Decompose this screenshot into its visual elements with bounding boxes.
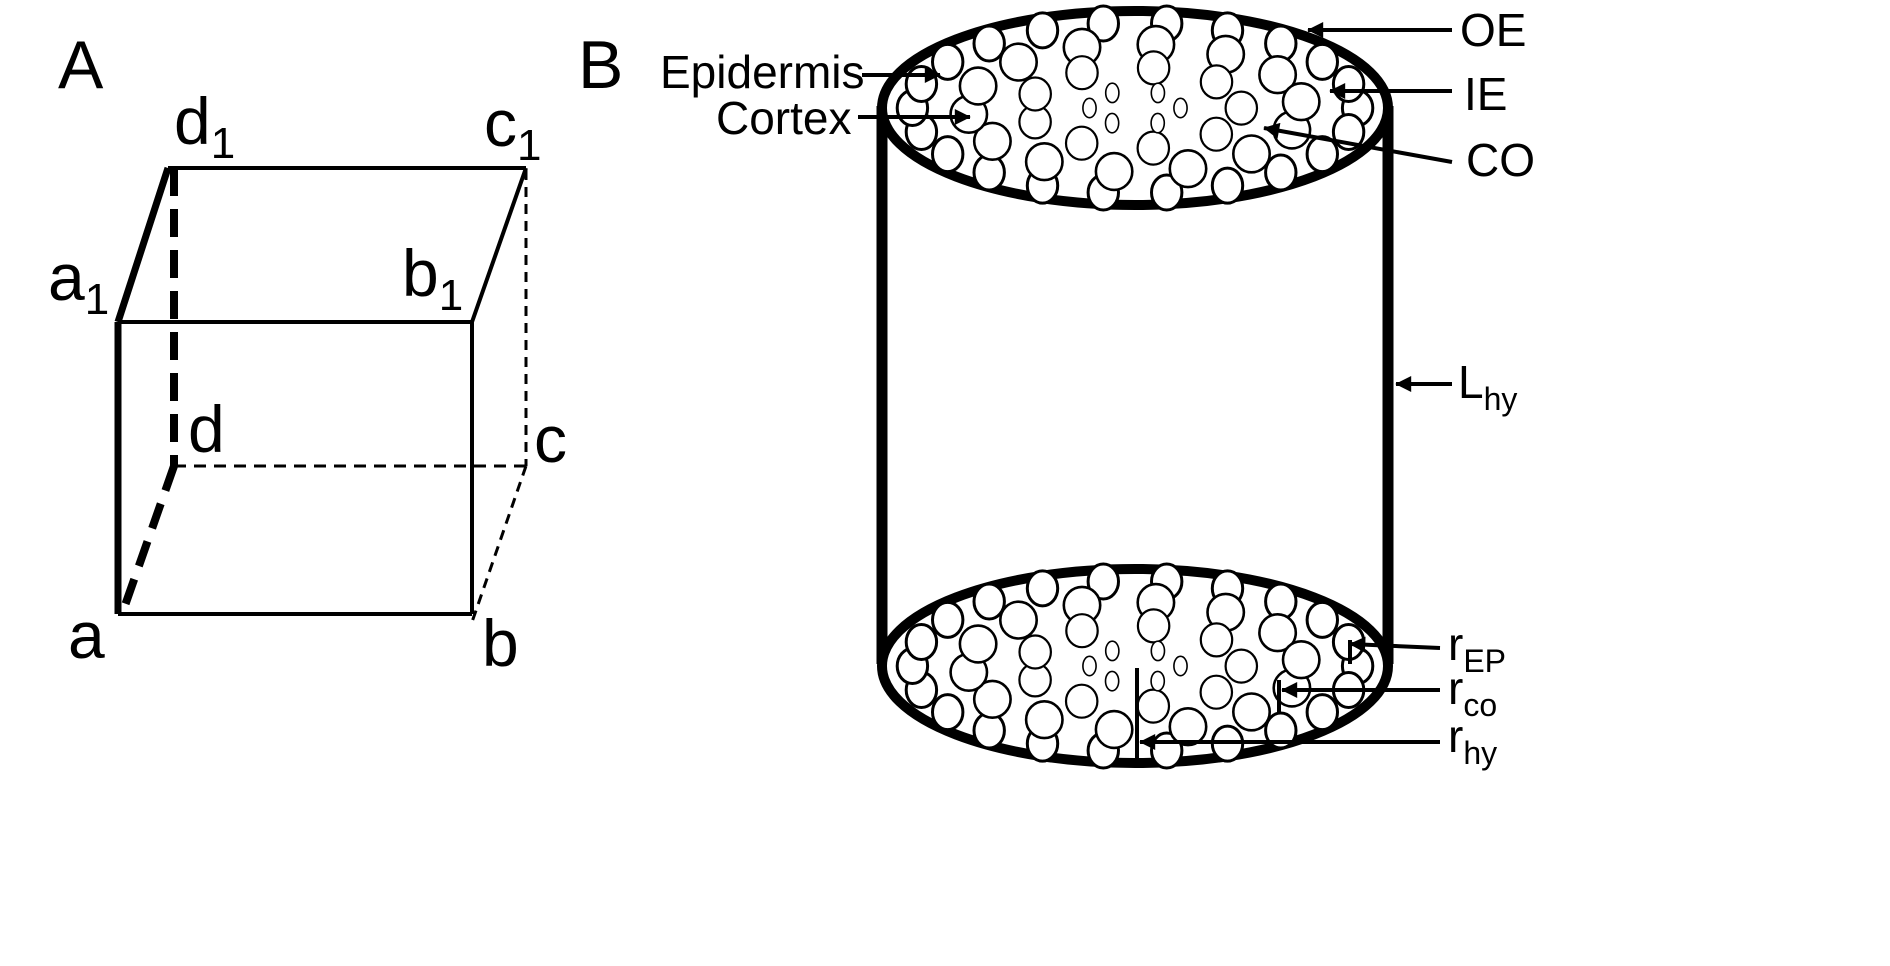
- tissue-cell: [998, 42, 1038, 82]
- tissue-cell: [1136, 608, 1171, 644]
- tissue-cell: [1224, 648, 1259, 684]
- tissue-cell: [1065, 55, 1099, 91]
- vertex-label-a: a: [68, 598, 105, 672]
- tissue-cell: [1018, 634, 1052, 670]
- tissue-cell: [1168, 706, 1208, 747]
- r-co-label: rco: [1448, 662, 1497, 723]
- tissue-cell: [972, 24, 1006, 63]
- tissue-cell: [1150, 173, 1184, 212]
- tissue-cell: [1224, 90, 1259, 126]
- ie-label: IE: [1464, 68, 1507, 120]
- r-ep-label: rEP: [1448, 618, 1506, 679]
- tissue-cell: [972, 679, 1012, 719]
- tissue-cell: [1173, 97, 1188, 119]
- tissue-cell: [1064, 683, 1099, 719]
- edge-d-a: [118, 464, 178, 616]
- tissue-cell: [1168, 149, 1208, 189]
- vertex-label-a1: a1: [48, 240, 109, 324]
- tissue-cell: [1210, 166, 1245, 205]
- tissue-cell: [1086, 562, 1121, 601]
- co-label: CO: [1466, 134, 1535, 186]
- tissue-cell: [972, 121, 1012, 162]
- vertex-label-d1: d1: [174, 84, 235, 168]
- tissue-cell: [1086, 4, 1121, 43]
- vertex-label-c1: c1: [484, 86, 541, 170]
- tissue-cell: [1305, 600, 1340, 639]
- tissue-cell: [1136, 130, 1171, 166]
- tissue-cell: [904, 65, 939, 103]
- panel-b: B Epidermis: [578, 4, 1535, 771]
- tissue-cell: [1199, 64, 1234, 100]
- cortex-label: Cortex: [716, 92, 851, 144]
- tissue-cell: [1136, 688, 1171, 724]
- vertex-label-c: c: [534, 402, 567, 476]
- vertex-label-b1: b1: [402, 236, 463, 320]
- top-cross-section: [877, 4, 1393, 212]
- tissue-cell: [998, 600, 1038, 640]
- tissue-cell: [1104, 670, 1120, 692]
- tissue-cell: [1094, 709, 1134, 750]
- oe-label: OE: [1460, 4, 1526, 56]
- panel-a: A d1 c1 a1 b1 d c a b: [48, 27, 567, 680]
- tissue-cell: [1150, 82, 1166, 104]
- vertex-label-d: d: [188, 392, 225, 466]
- tissue-cell: [1281, 81, 1321, 122]
- tissue-cell: [1305, 693, 1340, 732]
- tissue-cell: [1281, 639, 1321, 680]
- bottom-cells: [895, 562, 1375, 770]
- tissue-cell: [1104, 82, 1120, 104]
- epidermis-label: Epidermis: [660, 46, 865, 98]
- tissue-cell: [972, 582, 1006, 621]
- co-arrow: [1263, 122, 1453, 164]
- tissue-cell: [1104, 640, 1120, 662]
- tissue-cell: [1018, 76, 1052, 112]
- tissue-cell: [1025, 11, 1060, 50]
- tissue-cell: [1258, 54, 1298, 95]
- tissue-cell: [1136, 50, 1171, 86]
- vertex-label-b: b: [482, 606, 519, 680]
- l-hy-label: Lhy: [1458, 356, 1517, 417]
- tissue-cell: [1305, 42, 1340, 81]
- tissue-cell: [1150, 112, 1166, 134]
- tissue-cell: [931, 600, 965, 639]
- tissue-cell: [1232, 692, 1272, 732]
- tissue-cell: [931, 135, 965, 174]
- edge-c-b: [470, 465, 528, 623]
- tissue-cell: [1199, 674, 1234, 710]
- bottom-cross-section: [877, 562, 1393, 770]
- edge-c1-b1: [470, 167, 528, 323]
- tissue-cell: [958, 66, 998, 106]
- tissue-cell: [1024, 699, 1064, 740]
- r-hy-label: rhy: [1448, 710, 1497, 771]
- tissue-cell: [1065, 613, 1099, 649]
- tissue-cell: [1331, 65, 1366, 103]
- tissue-cell: [1064, 125, 1099, 161]
- tissue-cell: [904, 623, 939, 661]
- tissue-cell: [1232, 134, 1272, 174]
- tissue-cell: [958, 624, 998, 664]
- panel-a-label: A: [58, 27, 104, 103]
- tissue-cell: [1082, 655, 1097, 677]
- tissue-cell: [1025, 569, 1060, 608]
- top-cells: [895, 4, 1375, 212]
- tissue-cell: [1199, 116, 1234, 152]
- tissue-cell: [1258, 612, 1298, 653]
- r-ep-arrow: [1349, 636, 1441, 653]
- tissue-cell: [931, 693, 965, 732]
- tissue-cell: [1082, 97, 1097, 119]
- tissue-cell: [1094, 151, 1134, 192]
- tissue-cell: [1199, 622, 1234, 658]
- panel-b-label: B: [578, 27, 623, 103]
- tissue-cell: [1173, 655, 1188, 677]
- tissue-cell: [1150, 670, 1166, 692]
- edge-d1-a1: [114, 166, 172, 324]
- tissue-cell: [1264, 153, 1298, 192]
- tissue-cell: [1024, 142, 1064, 182]
- tissue-cell: [1104, 112, 1120, 134]
- tissue-cell: [1264, 711, 1298, 750]
- tissue-cell: [1150, 640, 1166, 662]
